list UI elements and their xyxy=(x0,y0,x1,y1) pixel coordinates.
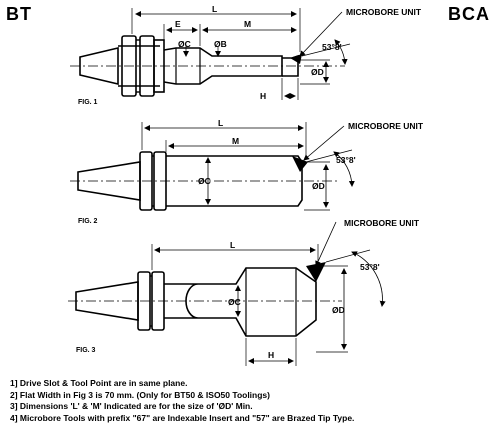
brand-bt-label: BT xyxy=(6,4,32,24)
fig3-label: FIG. 3 xyxy=(76,347,96,354)
fig3-angle: 53°8' xyxy=(360,262,380,272)
fig2-angle: 53°8' xyxy=(336,155,356,165)
brand-bca-label: BCA xyxy=(448,4,490,24)
fig1-taper xyxy=(79,46,119,86)
fig1-label: FIG. 1 xyxy=(78,99,98,106)
fig1-dim-M: M xyxy=(244,19,251,29)
notes-list: 1] Drive Slot & Tool Point are in same p… xyxy=(10,378,495,424)
fig1-dim-B: ØB xyxy=(214,39,227,49)
note-2: 2] Flat Width in Fig 3 is 70 mm. (Only f… xyxy=(10,389,270,400)
fig3-body xyxy=(198,267,317,337)
fig3-insert xyxy=(306,262,326,282)
fig2-dim-L: L xyxy=(218,118,223,128)
fig2-callout-microbore: MICROBORE UNIT xyxy=(348,121,424,131)
figure-3: L ØC ØD H 53°8' MICROBORE UNIT FIG. 3 xyxy=(68,218,420,366)
note-3: 3] Dimensions 'L' & 'M' Indicated are fo… xyxy=(10,401,253,411)
fig1-dim-H: H xyxy=(260,91,266,101)
note-1: 1] Drive Slot & Tool Point are in same p… xyxy=(10,378,188,388)
fig1-insert xyxy=(290,54,302,64)
fig2-dim-C: ØC xyxy=(198,176,211,186)
fig2-dim-M: M xyxy=(232,136,239,146)
fig1-dim-C: ØC xyxy=(178,39,191,49)
fig1-dim-E: E xyxy=(175,19,181,29)
fig1-flange-edges xyxy=(118,45,160,87)
fig3-callout-microbore: MICROBORE UNIT xyxy=(344,218,420,228)
note-4: 4] Microbore Tools with prefix "67" are … xyxy=(10,412,355,423)
fig1-angle: 53°8' xyxy=(322,42,342,52)
fig1-flange-left xyxy=(121,35,137,97)
fig1-dim-D: ØD xyxy=(311,67,324,77)
fig3-dim-H: H xyxy=(268,350,274,360)
fig1-callout-microbore: MICROBORE UNIT xyxy=(346,7,422,17)
figure-1: L E M ØC ØB ØD H 53°8' MICROBORE UNIT FI… xyxy=(70,4,422,106)
fig2-body xyxy=(166,155,303,207)
fig3-dim-C: ØC xyxy=(228,297,241,307)
fig2-label: FIG. 2 xyxy=(78,218,98,225)
figure-2: L M ØC ØD 53°8' MICROBORE UNIT FIG. 2 xyxy=(70,118,424,225)
fig2-insert xyxy=(292,156,308,172)
fig1-dim-L: L xyxy=(212,4,217,14)
fig2-dim-D: ØD xyxy=(312,181,325,191)
fig3-dim-D: ØD xyxy=(332,305,345,315)
fig3-dim-L: L xyxy=(230,240,235,250)
